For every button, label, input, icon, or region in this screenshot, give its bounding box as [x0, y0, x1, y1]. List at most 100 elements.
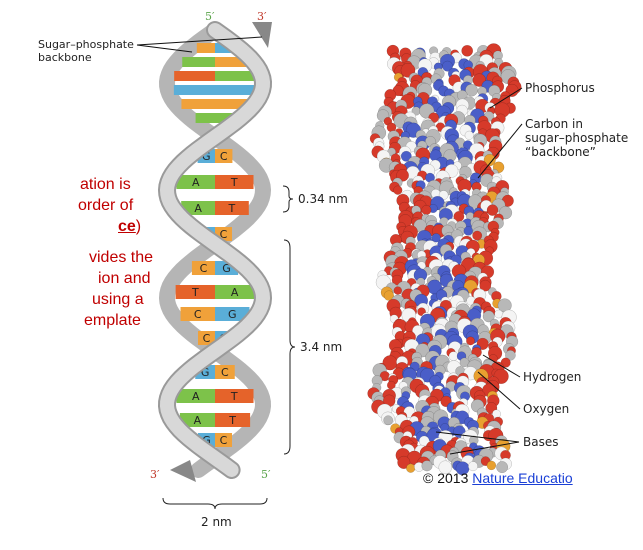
- atom-sphere: [460, 124, 472, 136]
- atom-sphere: [447, 219, 458, 230]
- atom-sphere: [430, 253, 442, 265]
- atom-sphere: [427, 180, 441, 194]
- atom-sphere: [456, 99, 469, 112]
- atom-sphere: [429, 345, 441, 357]
- atom-sphere: [494, 214, 504, 224]
- atom-sphere: [473, 262, 486, 275]
- atom-sphere: [417, 171, 427, 181]
- atom-sphere: [463, 122, 476, 135]
- base-letter-right: T: [230, 176, 238, 189]
- atom-sphere: [459, 204, 469, 214]
- atom-sphere: [435, 79, 443, 87]
- atom-sphere: [407, 56, 421, 70]
- atom-sphere: [487, 391, 497, 401]
- atom-sphere: [450, 447, 459, 456]
- atom-sphere: [395, 106, 407, 118]
- atom-sphere: [430, 52, 441, 63]
- base-rung-top: [182, 57, 215, 67]
- atom-sphere: [408, 270, 421, 283]
- atom-sphere: [435, 372, 444, 381]
- atom-sphere: [482, 384, 495, 397]
- atom-sphere: [416, 334, 430, 348]
- atom-sphere: [392, 269, 403, 280]
- atom-sphere: [477, 239, 486, 248]
- atom-sphere: [487, 205, 498, 216]
- atom-sphere: [460, 343, 469, 352]
- atom-sphere: [473, 64, 488, 79]
- atom-sphere: [469, 179, 477, 187]
- atom-sphere: [422, 214, 430, 222]
- atom-sphere: [403, 431, 412, 440]
- atom-sphere: [461, 236, 473, 248]
- atom-sphere: [459, 59, 470, 70]
- atom-sphere: [421, 361, 433, 373]
- atom-sphere: [383, 395, 395, 407]
- atom-sphere: [413, 288, 422, 297]
- atom-sphere: [478, 129, 487, 138]
- atom-sphere: [456, 385, 471, 400]
- atom-sphere: [395, 414, 407, 426]
- atom-sphere: [430, 308, 445, 323]
- atom-sphere: [492, 199, 505, 212]
- atom-sphere: [489, 140, 502, 153]
- atom-sphere: [447, 427, 456, 436]
- atom-sphere: [386, 255, 400, 269]
- atom-sphere: [438, 417, 451, 430]
- atom-sphere: [445, 321, 458, 334]
- nature-education-link[interactable]: Nature Educatio: [472, 470, 572, 486]
- atom-sphere: [456, 366, 466, 376]
- atom-sphere: [487, 395, 499, 407]
- atom-sphere: [450, 191, 463, 204]
- atom-sphere: [458, 346, 471, 359]
- atom-sphere: [420, 196, 432, 208]
- atom-sphere: [438, 430, 452, 444]
- atom-sphere: [460, 189, 469, 198]
- atom-sphere: [487, 461, 496, 470]
- atom-sphere: [481, 302, 491, 312]
- atom-sphere: [480, 174, 493, 187]
- atom-sphere: [398, 210, 413, 225]
- atom-sphere: [446, 381, 456, 391]
- atom-sphere: [495, 103, 510, 118]
- atom-sphere: [491, 117, 500, 126]
- atom-sphere: [452, 409, 461, 418]
- atom-sphere: [421, 426, 432, 437]
- atom-sphere: [456, 287, 469, 300]
- atom-sphere: [506, 336, 518, 348]
- atom-sphere: [414, 219, 427, 232]
- atom-sphere: [456, 177, 465, 186]
- atom-sphere: [469, 357, 482, 370]
- atom-sphere: [453, 426, 465, 438]
- atom-sphere: [436, 170, 450, 184]
- atom-sphere: [383, 356, 398, 371]
- atom-sphere: [487, 147, 500, 160]
- atom-sphere: [464, 61, 473, 70]
- atom-sphere: [402, 367, 415, 380]
- atom-sphere: [444, 89, 454, 99]
- atom-sphere: [452, 71, 461, 80]
- atom-sphere: [484, 426, 495, 437]
- atom-sphere: [426, 220, 439, 233]
- atom-sphere: [440, 244, 452, 256]
- atom-sphere: [492, 410, 500, 418]
- atom-sphere: [446, 257, 456, 267]
- bases-pointer-1: [436, 432, 519, 442]
- atom-sphere: [408, 349, 417, 358]
- atom-sphere: [420, 314, 435, 329]
- atom-sphere: [451, 411, 462, 422]
- atom-sphere: [404, 440, 415, 451]
- atom-sphere: [468, 110, 476, 118]
- atom-sphere: [456, 438, 466, 448]
- atom-sphere: [403, 426, 415, 438]
- atom-sphere: [434, 68, 445, 79]
- atom-sphere: [410, 416, 419, 425]
- atom-sphere: [411, 259, 421, 269]
- atom-sphere: [401, 402, 414, 415]
- atom-sphere: [477, 94, 488, 105]
- atom-sphere: [389, 170, 397, 178]
- atom-sphere: [470, 143, 485, 158]
- atom-sphere: [463, 141, 472, 150]
- atom-sphere: [386, 263, 399, 276]
- atom-sphere: [402, 391, 410, 399]
- atom-sphere: [490, 443, 500, 453]
